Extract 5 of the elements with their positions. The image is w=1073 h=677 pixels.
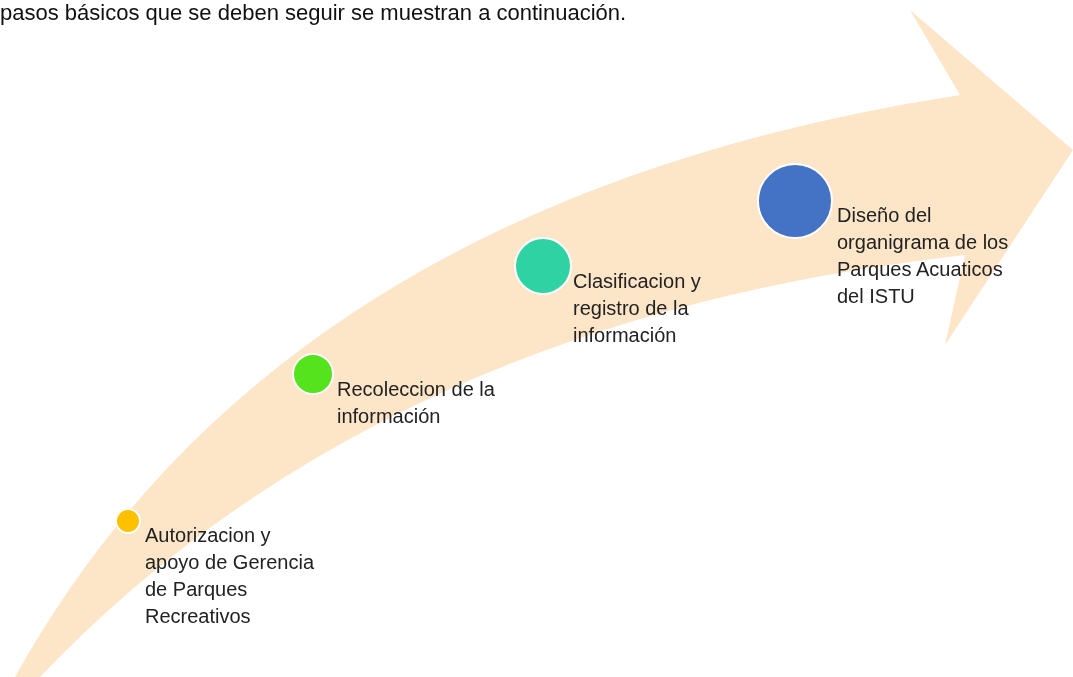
step-text: Diseño del organigrama de los Parques Acuaticos del ISTU <box>837 203 1010 309</box>
step-text: Clasificacion y registro de la información <box>573 269 702 348</box>
intro-sentence: pasos básicos que se deben seguir se muestran a continuación. <box>0 0 627 26</box>
step-text: Recoleccion de la información <box>337 377 496 429</box>
step-text: Autorizacion y apoyo de Gerencia de Parques Recreativos <box>145 523 315 629</box>
